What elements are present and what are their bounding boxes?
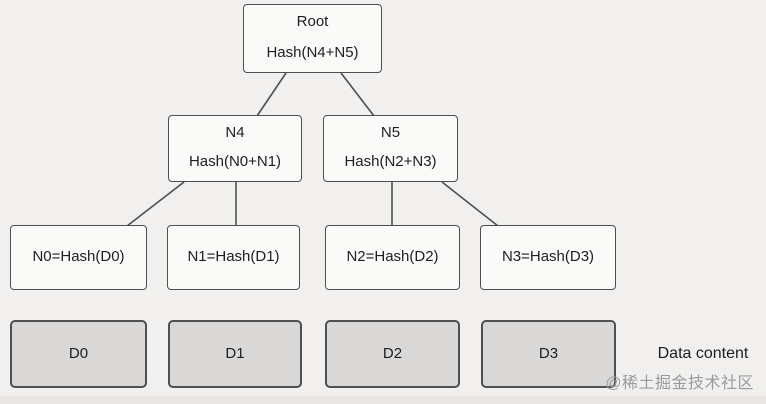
root-node: Root Hash(N4+N5) <box>243 4 382 73</box>
root-node-hash: Hash(N4+N5) <box>266 43 359 61</box>
edge-root-n4 <box>256 72 287 117</box>
leaf-node-n3-label: N3=Hash(D3) <box>501 248 595 266</box>
data-block-d0: D0 <box>10 320 147 388</box>
leaf-node-n1-label: N1=Hash(D1) <box>187 248 280 266</box>
data-block-d2: D2 <box>325 320 460 388</box>
node-n5-hash: Hash(N2+N3) <box>344 152 437 170</box>
data-block-d3: D3 <box>481 320 616 388</box>
data-content-label: Data content <box>657 345 749 362</box>
edge-n5-n3 <box>441 181 499 227</box>
data-block-d1: D1 <box>168 320 302 388</box>
leaf-node-n2-label: N2=Hash(D2) <box>346 248 439 266</box>
leaf-node-n3: N3=Hash(D3) <box>480 225 616 290</box>
bottom-shade <box>0 396 766 404</box>
root-node-label: Root <box>296 13 329 30</box>
leaf-node-n2: N2=Hash(D2) <box>325 225 460 290</box>
leaf-node-n0: N0=Hash(D0) <box>10 225 147 290</box>
edge-n4-n0 <box>126 181 185 227</box>
edge-root-n5 <box>340 72 375 117</box>
node-n4-label: N4 <box>225 124 245 141</box>
node-n4-hash: Hash(N0+N1) <box>188 152 282 170</box>
watermark: @稀土掘金技术社区 <box>605 375 754 392</box>
data-block-d0-label: D0 <box>68 344 89 362</box>
data-block-d2-label: D2 <box>382 344 403 362</box>
node-n5-label: N5 <box>380 124 401 141</box>
data-block-d3-label: D3 <box>538 344 559 362</box>
node-n4: N4 Hash(N0+N1) <box>168 115 302 182</box>
node-n5: N5 Hash(N2+N3) <box>323 115 458 182</box>
leaf-node-n1: N1=Hash(D1) <box>167 225 300 290</box>
data-block-d1-label: D1 <box>225 344 245 362</box>
leaf-node-n0-label: N0=Hash(D0) <box>32 248 125 266</box>
